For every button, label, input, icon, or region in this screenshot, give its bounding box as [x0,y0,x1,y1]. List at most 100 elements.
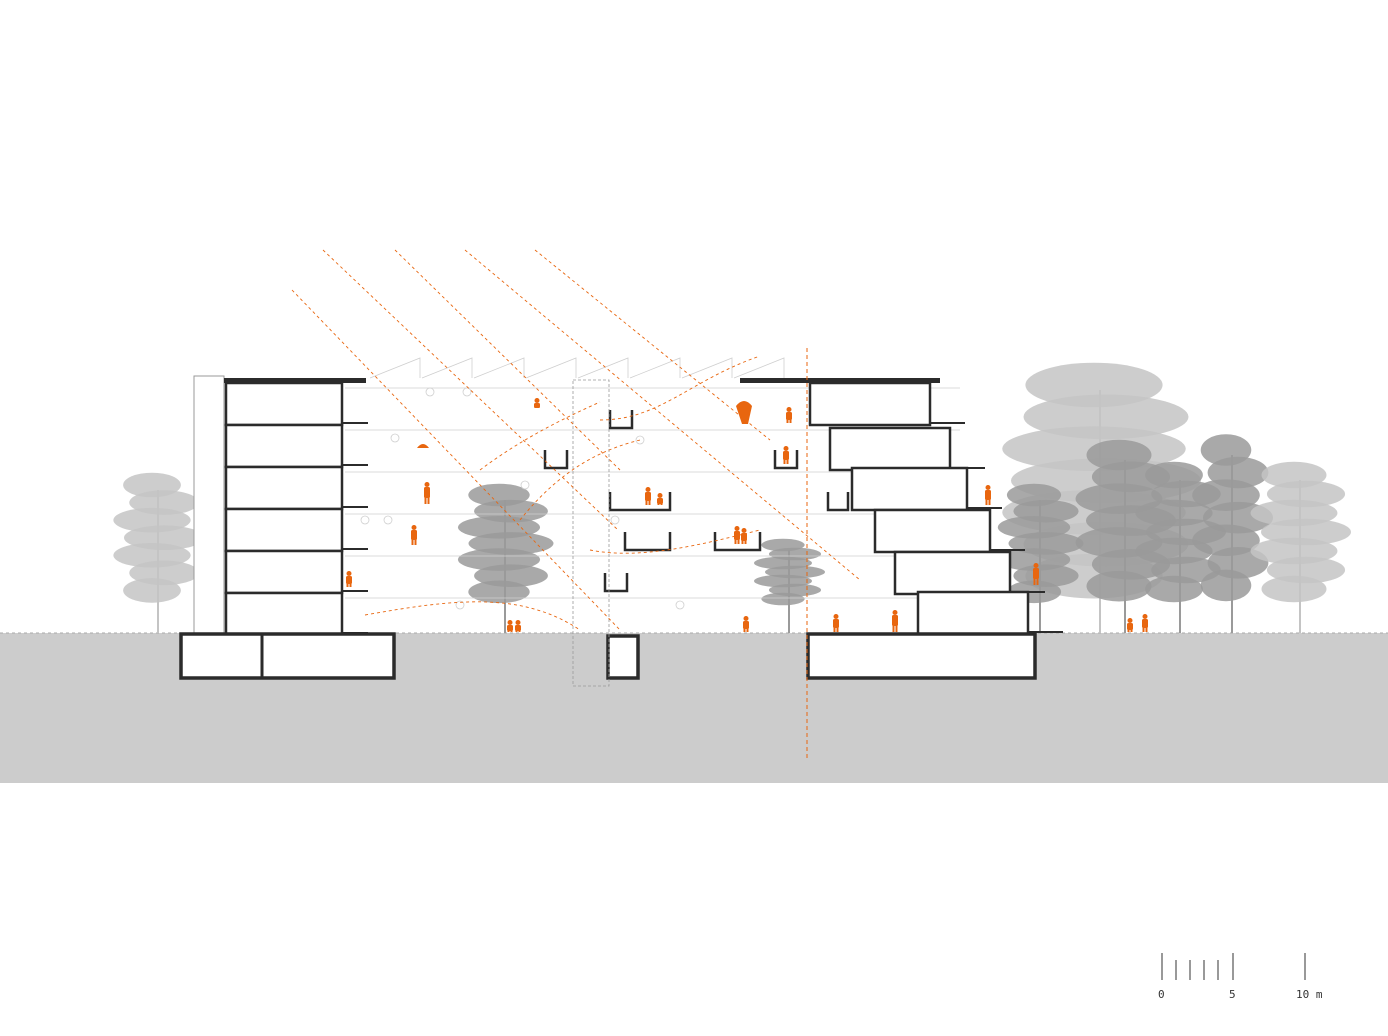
person-leg [534,403,537,408]
right-floor-unit [916,590,1030,636]
person-head [507,620,513,625]
person-leg [645,496,648,505]
tree-foliage [1145,575,1203,603]
left-stair-core [193,375,225,634]
tree-foliage [1086,570,1152,602]
person-leg [1145,623,1148,632]
person-figure [507,620,513,632]
tree-courtyard-2 [754,538,825,633]
person-leg [744,536,747,544]
person-leg [737,535,740,544]
right-floor-unit [873,508,992,554]
right-floor-unit [893,550,1012,596]
scale-label-10: 10 m [1296,988,1323,1001]
scale-bar [1161,953,1306,980]
person-leg [537,403,540,408]
person-leg [741,536,744,544]
tree-right-4 [1192,434,1273,633]
person-figure [346,571,352,587]
left-basement [179,632,396,680]
left-floor-unit [224,381,344,427]
tree-foliage [123,578,181,603]
porthole-window [635,435,645,445]
person-leg [515,626,518,632]
person-leg [1033,575,1036,585]
person-head [734,526,740,531]
balcony-box [826,492,850,512]
roof-sawtooth [473,357,525,379]
left-floor-unit [224,549,344,595]
person-head [892,610,898,615]
person-head [657,493,663,498]
person-leg [657,499,660,505]
person-figure [736,401,752,424]
scale-label-5: 5 [1229,988,1236,1001]
person-leg [1130,625,1133,632]
person-figure [734,526,740,544]
roof-sawtooth [525,357,577,379]
person-head [645,487,651,492]
balcony-box [773,450,799,470]
person-figure [1033,563,1039,585]
porthole-window [520,480,530,490]
porthole-window [610,515,620,525]
right-floor-unit [808,381,932,427]
roof-sawtooth [369,357,421,379]
person-figure [645,487,651,505]
porthole-window [675,600,685,610]
person-leg [1036,575,1039,585]
sun-ray [291,289,621,631]
scale-label-0: 0 [1158,988,1165,1001]
people-figures [346,398,1148,632]
roof-sawtooth [577,357,629,379]
person-leg [836,623,839,632]
person-figure [786,407,792,423]
person-head [786,407,792,412]
tree-right-5 [1250,461,1351,633]
left-floor-unit [224,591,344,637]
person-head [424,482,430,487]
person-head [534,398,540,403]
person-leg [783,455,786,464]
person-leg [985,496,988,505]
person-head [1142,614,1148,619]
person-head [741,528,747,533]
person-leg [746,624,749,632]
middle-shaft [606,634,640,680]
tree-foliage [761,592,805,606]
roof-sawtooth [421,357,473,379]
person-head [783,446,789,451]
airflow-curve [364,601,581,631]
tree-foliage [1261,575,1327,603]
person-head [515,620,521,625]
balcony-box [608,492,672,512]
person-figure [534,398,540,408]
person-head [743,616,749,621]
person-figure [783,446,789,464]
middle-structures [543,379,850,687]
person-figure [1142,614,1148,632]
right-floor-unit [828,426,952,472]
person-leg [346,579,349,587]
left-roof-slab [224,378,366,383]
tree-foliage [1200,569,1252,602]
sun-rays [291,249,861,631]
balcony-box [543,450,569,470]
person-figure [1127,618,1133,632]
sun-ray [534,249,771,441]
person-leg [518,626,521,632]
person-figure [515,620,521,632]
right-floor-unit [850,466,969,512]
person-head [411,525,417,530]
person-leg [424,494,427,504]
roof-sawtooth [733,357,785,379]
right-building [740,348,1063,758]
person-leg [789,415,792,423]
person-leg [1127,625,1130,632]
person-leg [895,622,898,632]
balcony-box [623,532,672,552]
person-figure [743,616,749,632]
person-leg [892,622,895,632]
middle-void-outline [572,379,610,687]
